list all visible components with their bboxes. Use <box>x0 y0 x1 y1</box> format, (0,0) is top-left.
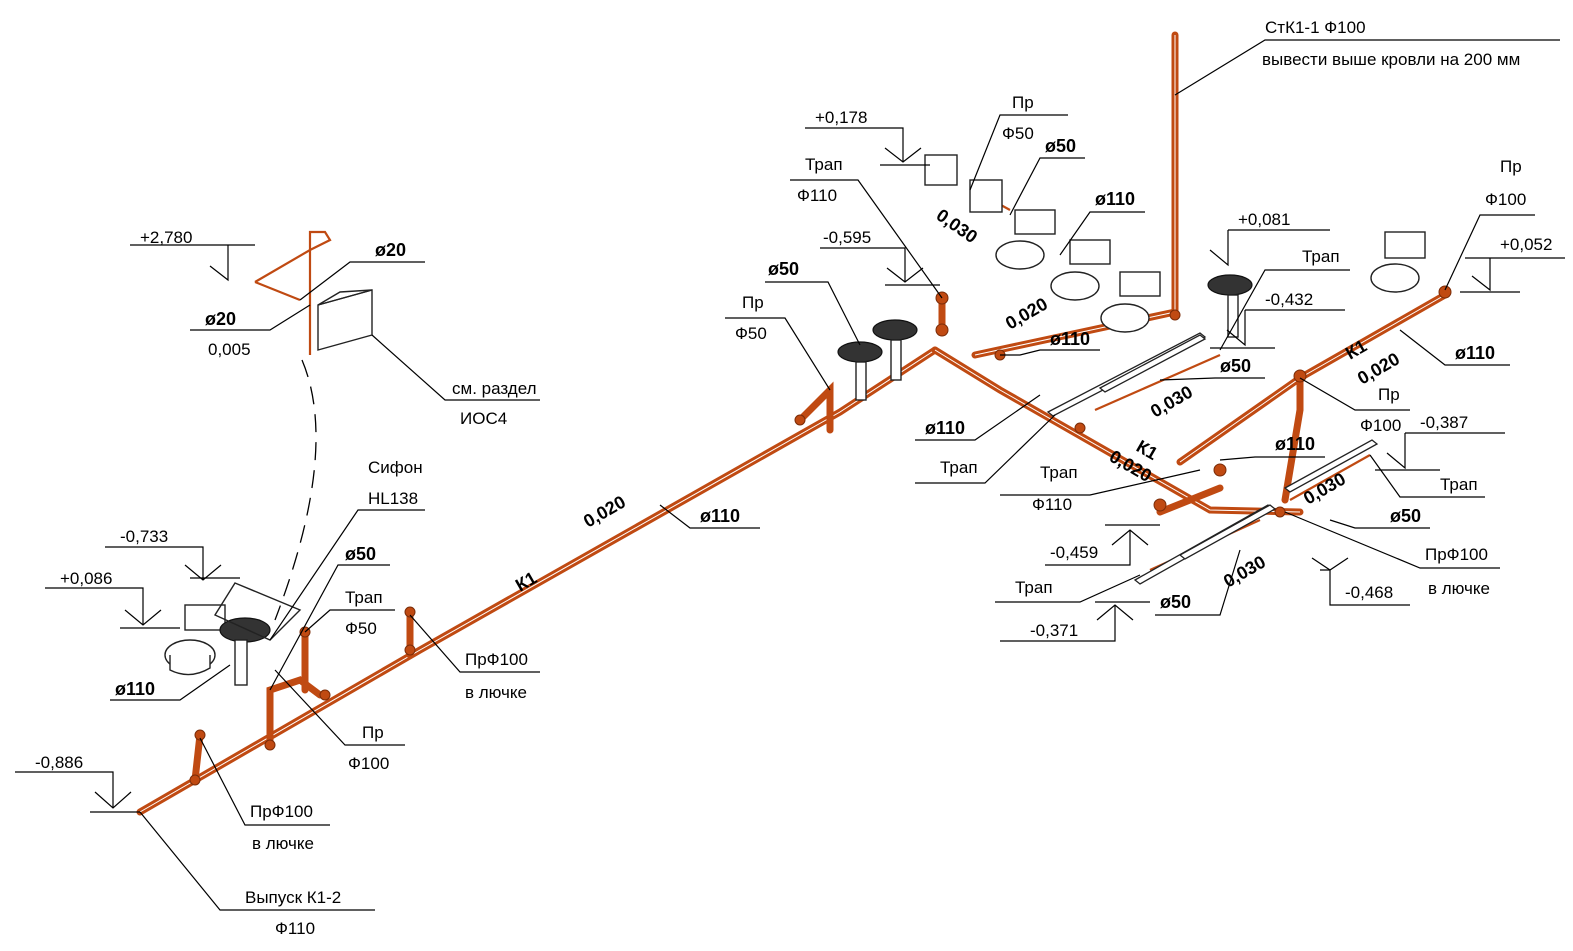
level-0459: -0,459 <box>1050 543 1098 562</box>
callout-pr50a-1: Пр <box>742 293 764 312</box>
callout-ios-2: ИОС4 <box>460 409 507 428</box>
level-0468: -0,468 <box>1345 583 1393 602</box>
callout-trap-d: Трап <box>1015 578 1053 597</box>
sinks-middle <box>837 319 918 401</box>
lower-branch-pipe <box>1156 484 1224 516</box>
callout-trap110a-2: Ф110 <box>797 186 837 205</box>
right-cleanout-pipe <box>1281 374 1304 504</box>
callout-pr100e-1: Пр <box>1378 385 1400 404</box>
floor-drains <box>1046 332 1379 585</box>
callout-sifon-1: Сифон <box>368 458 423 477</box>
callout-pr100d-2: Ф100 <box>1485 190 1526 209</box>
slope-trap3: 0,030 <box>1220 552 1269 592</box>
diam-d110-center: ø110 <box>1275 434 1315 454</box>
diam-d50-bottom: ø50 <box>1160 592 1191 612</box>
line-k1-main: К1 <box>512 568 540 596</box>
callout-pr50a-2: Ф50 <box>735 324 767 343</box>
callout-trap-c: Трап <box>1440 475 1478 494</box>
water-supply-line <box>254 230 332 355</box>
level-0081: +0,081 <box>1238 210 1290 229</box>
left-branch-pipe <box>266 676 324 749</box>
diam-d20-top: ø20 <box>375 240 406 260</box>
diam-d50-upper: ø50 <box>1045 136 1076 156</box>
diam-d50-sifon: ø50 <box>345 544 376 564</box>
diam-d110-cross: ø110 <box>925 418 965 438</box>
callout-pr100c-1: ПрФ100 <box>250 802 313 821</box>
level-0595: -0,595 <box>823 228 871 247</box>
slope-main: 0,020 <box>580 492 629 532</box>
diam-d110-wc2: ø110 <box>1050 329 1090 349</box>
callout-trap-a: Трап <box>1302 247 1340 266</box>
callout-pr100f-1: ПрФ100 <box>1425 545 1488 564</box>
callout-pr100f-2: в лючке <box>1428 579 1490 598</box>
callout-pr100c-2: в лючке <box>252 834 314 853</box>
riser-note: вывести выше кровли на 200 мм <box>1262 50 1520 69</box>
callout-trap110b-2: Ф110 <box>1032 495 1072 514</box>
diam-d110-left: ø110 <box>115 679 155 699</box>
slope-trap1: 0,030 <box>1147 382 1196 422</box>
callout-pr100b-1: Пр <box>362 723 384 742</box>
callout-trap50-2: Ф50 <box>345 619 377 638</box>
callout-pr100a-1: ПрФ100 <box>465 650 528 669</box>
slope-small: 0,005 <box>208 340 251 359</box>
callout-sifon-2: HL138 <box>368 489 418 508</box>
level-0387: -0,387 <box>1420 413 1468 432</box>
diam-d110-wc1: ø110 <box>1095 189 1135 209</box>
wc-row <box>995 209 1161 333</box>
callout-out-2: Ф110 <box>275 919 315 938</box>
sewer-pipes <box>136 31 1452 816</box>
callout-pr50b-2: Ф50 <box>1002 124 1034 143</box>
level-0086: +0,086 <box>60 569 112 588</box>
sink-left <box>213 582 302 686</box>
callout-pr100a-2: в лючке <box>465 683 527 702</box>
callout-out-1: Выпуск К1-2 <box>245 888 341 907</box>
diam-d110-main: ø110 <box>700 506 740 526</box>
diam-d50-mid: ø50 <box>1220 356 1251 376</box>
slope-trap2: 0,030 <box>1300 469 1349 509</box>
callout-trap110a-1: Трап <box>805 155 843 174</box>
level-0886: -0,886 <box>35 753 83 772</box>
cleanout-left-pipe <box>191 731 204 784</box>
callout-pr100d-1: Пр <box>1500 157 1522 176</box>
diam-d50-right: ø50 <box>1390 506 1421 526</box>
callout-ios-1: см. раздел <box>452 379 537 398</box>
urinals <box>924 154 1003 213</box>
fixtures-right <box>1207 231 1426 338</box>
water-heater <box>317 289 373 351</box>
diam-d110-right: ø110 <box>1455 343 1495 363</box>
diam-d20-left: ø20 <box>205 309 236 329</box>
leaders <box>15 39 1565 911</box>
level-0371: -0,371 <box>1030 621 1078 640</box>
fixtures <box>164 154 1426 686</box>
level-2780: +2,780 <box>140 228 192 247</box>
callout-pr100b-2: Ф100 <box>348 754 389 773</box>
riser-label: СтК1-1 Ф100 <box>1265 18 1366 37</box>
labels: +2,780 ø20 ø20 0,005 см. раздел ИОС4 Сиф… <box>35 18 1552 938</box>
callout-trap110b-1: Трап <box>1040 463 1078 482</box>
callout-pr100e-2: Ф100 <box>1360 416 1401 435</box>
level-0052: +0,052 <box>1500 235 1552 254</box>
wc-left <box>164 604 226 676</box>
slope-mid: 0,020 <box>1002 294 1051 334</box>
callout-trap50-1: Трап <box>345 588 383 607</box>
callout-pr50b-1: Пр <box>1012 93 1034 112</box>
diam-d50-wash: ø50 <box>768 259 799 279</box>
callout-trap-b: Трап <box>940 458 978 477</box>
level-0733: -0,733 <box>120 527 168 546</box>
level-0178: +0,178 <box>815 108 867 127</box>
level-0432: -0,432 <box>1265 290 1313 309</box>
